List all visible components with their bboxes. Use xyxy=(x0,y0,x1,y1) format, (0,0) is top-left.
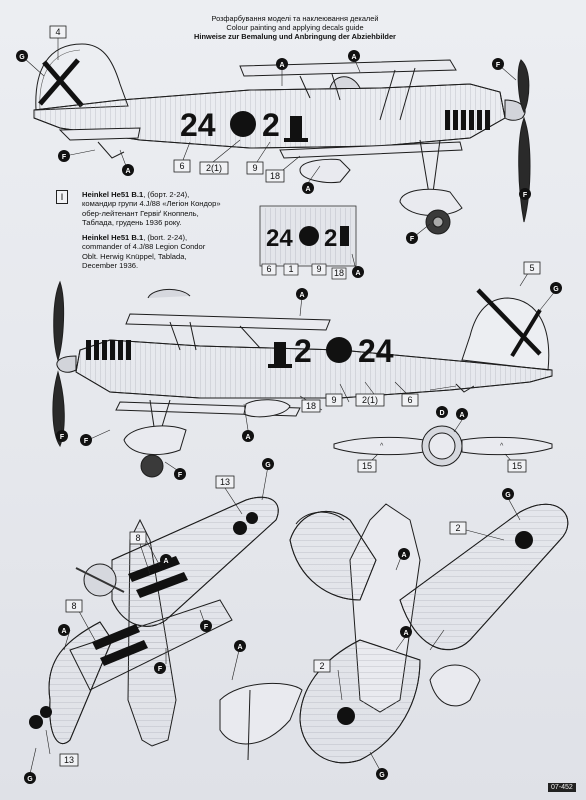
callout-2-top: 2 xyxy=(455,523,460,533)
top-code-right: 2 xyxy=(262,107,280,143)
callout-8-bottom: 8 xyxy=(71,601,76,611)
caption-en-line3: Oblt. Herwig Knüppel, Tablada, xyxy=(82,251,187,261)
callout-f-mid-prop: F xyxy=(60,434,65,441)
top-code-left: 24 xyxy=(180,107,216,143)
callout-2-bottom: 2 xyxy=(319,661,324,671)
callout-g-bottom-right: G xyxy=(505,492,511,499)
detail-callout-a: A xyxy=(355,270,360,277)
number-callouts: 4 6 2(1) 9 18 6 1 9 18 5 18 9 2(1) xyxy=(49,25,541,767)
propeller-view: ^ ^ xyxy=(333,425,553,467)
page-code: 07-452 xyxy=(548,783,576,792)
callout-a-bottom-right-2: A xyxy=(403,630,408,637)
callout-f-bottom-2: F xyxy=(158,666,163,673)
callout-f-skid-top: F xyxy=(62,154,67,161)
callout-g-bottom-left: G xyxy=(265,462,271,469)
detail-code-right: 2 xyxy=(324,225,337,252)
callout-6-top: 6 xyxy=(179,161,184,171)
side-view-top xyxy=(33,43,531,235)
callout-6-mid: 6 xyxy=(407,395,412,405)
caption-english: Heinkel He51 B.1, (bort. 2-24), commande… xyxy=(82,233,252,270)
detail-callout-6: 6 xyxy=(266,264,271,274)
detail-inset: 24 2 xyxy=(259,205,357,267)
callout-f-mid-wheel: F xyxy=(178,472,183,479)
callout-18-top: 18 xyxy=(270,171,280,181)
detail-callout-18: 18 xyxy=(334,268,344,278)
caption-uk-line4: Таблада, грудень 1936 року. xyxy=(82,217,182,227)
callout-a-tank-top: A xyxy=(305,186,310,193)
plan-right-roundels xyxy=(337,531,533,725)
callout-a-mid-tank: A xyxy=(245,434,250,441)
callout-a-1: A xyxy=(279,62,284,69)
callout-9-top: 9 xyxy=(252,163,257,173)
top-hat-emblem xyxy=(284,116,308,142)
svg-text:^: ^ xyxy=(380,443,384,450)
caption-uk-line3: обер-лейтенант Гервіґ Кноппель, xyxy=(82,208,199,218)
caption-en-title: Heinkel He51 B.1 xyxy=(82,233,144,242)
callout-15-right: 15 xyxy=(512,461,522,471)
mid-code-right: 24 xyxy=(358,333,394,369)
callout-a-mid-skid: A xyxy=(459,412,464,419)
top-roundel xyxy=(230,111,256,137)
svg-text:^: ^ xyxy=(500,443,504,450)
callout-a-mid-1: A xyxy=(299,292,304,299)
callout-2-1-mid: 2(1) xyxy=(362,395,378,405)
callout-13-bottom: 13 xyxy=(64,755,74,765)
callout-a-bottom-right-1: A xyxy=(401,552,406,559)
callout-f-mid-2: F xyxy=(84,438,89,445)
header-german: Hinweise zur Bemalung und Anbringung der… xyxy=(194,32,396,42)
caption-en-line2: commander of 4.J/88 Legion Condor xyxy=(82,242,206,252)
plan-view-left xyxy=(48,496,303,761)
callout-f-prop-top: F xyxy=(496,62,501,69)
side-view-middle xyxy=(52,280,553,478)
callout-d-prop: D xyxy=(439,410,444,417)
callout-g-mid: G xyxy=(553,286,559,293)
callout-15-left: 15 xyxy=(362,461,372,471)
caption-uk-title: Heinkel He51 B.1 xyxy=(82,190,144,199)
callout-a-bottom-2: A xyxy=(163,558,168,565)
mid-hat-emblem xyxy=(268,342,292,368)
callout-g-top: G xyxy=(19,54,25,61)
plan-view-right xyxy=(289,503,569,764)
mid-roundel xyxy=(326,337,352,363)
callout-a-2: A xyxy=(351,54,356,61)
caption-ukrainian: Heinkel He51 B.1, (борт. 2-24), командир… xyxy=(82,190,252,227)
callout-a-bottom-1: A xyxy=(61,628,66,635)
callout-13-top: 13 xyxy=(220,477,230,487)
callout-f-bottom-1: F xyxy=(204,624,209,631)
caption-en-line4: December 1936. xyxy=(82,260,139,270)
callout-f-prop-bottom: F xyxy=(523,192,528,199)
callout-f-wheel-top: F xyxy=(410,236,415,243)
detail-callout-9: 9 xyxy=(316,264,321,274)
callout-g-bottom-left-2: G xyxy=(27,776,33,783)
callout-2-1-top: 2(1) xyxy=(206,163,222,173)
caption-en-line1: , (bort. 2-24), xyxy=(143,233,188,242)
callout-a-3: A xyxy=(125,168,130,175)
callout-a-bottom-3: A xyxy=(237,644,242,651)
mid-code-left: 2 xyxy=(294,333,312,369)
callout-4-top: 4 xyxy=(55,27,60,37)
header-english: Colour painting and applying decals guid… xyxy=(226,23,364,33)
caption-uk-line1: , (борт. 2-24), xyxy=(143,190,190,199)
letter-callouts: G A A F F A A F F A G A A F F F A xyxy=(16,50,562,784)
detail-code-left: 24 xyxy=(266,225,293,252)
callout-8-top: 8 xyxy=(135,533,140,543)
callout-g-bottom-right-2: G xyxy=(379,772,385,779)
callout-9-mid: 9 xyxy=(331,395,336,405)
callout-18-mid: 18 xyxy=(306,401,316,411)
caption-uk-line2: командир групи 4.J/88 «Легіон Кондор» xyxy=(82,199,221,209)
plan-left-roundels xyxy=(29,512,258,729)
page-header: Розфарбування моделі та наклеювання дека… xyxy=(150,14,440,42)
header-ukrainian: Розфарбування моделі та наклеювання дека… xyxy=(211,14,379,23)
scheme-number: I xyxy=(56,190,68,204)
callout-5-mid: 5 xyxy=(529,263,534,273)
detail-callout-1: 1 xyxy=(288,264,293,274)
